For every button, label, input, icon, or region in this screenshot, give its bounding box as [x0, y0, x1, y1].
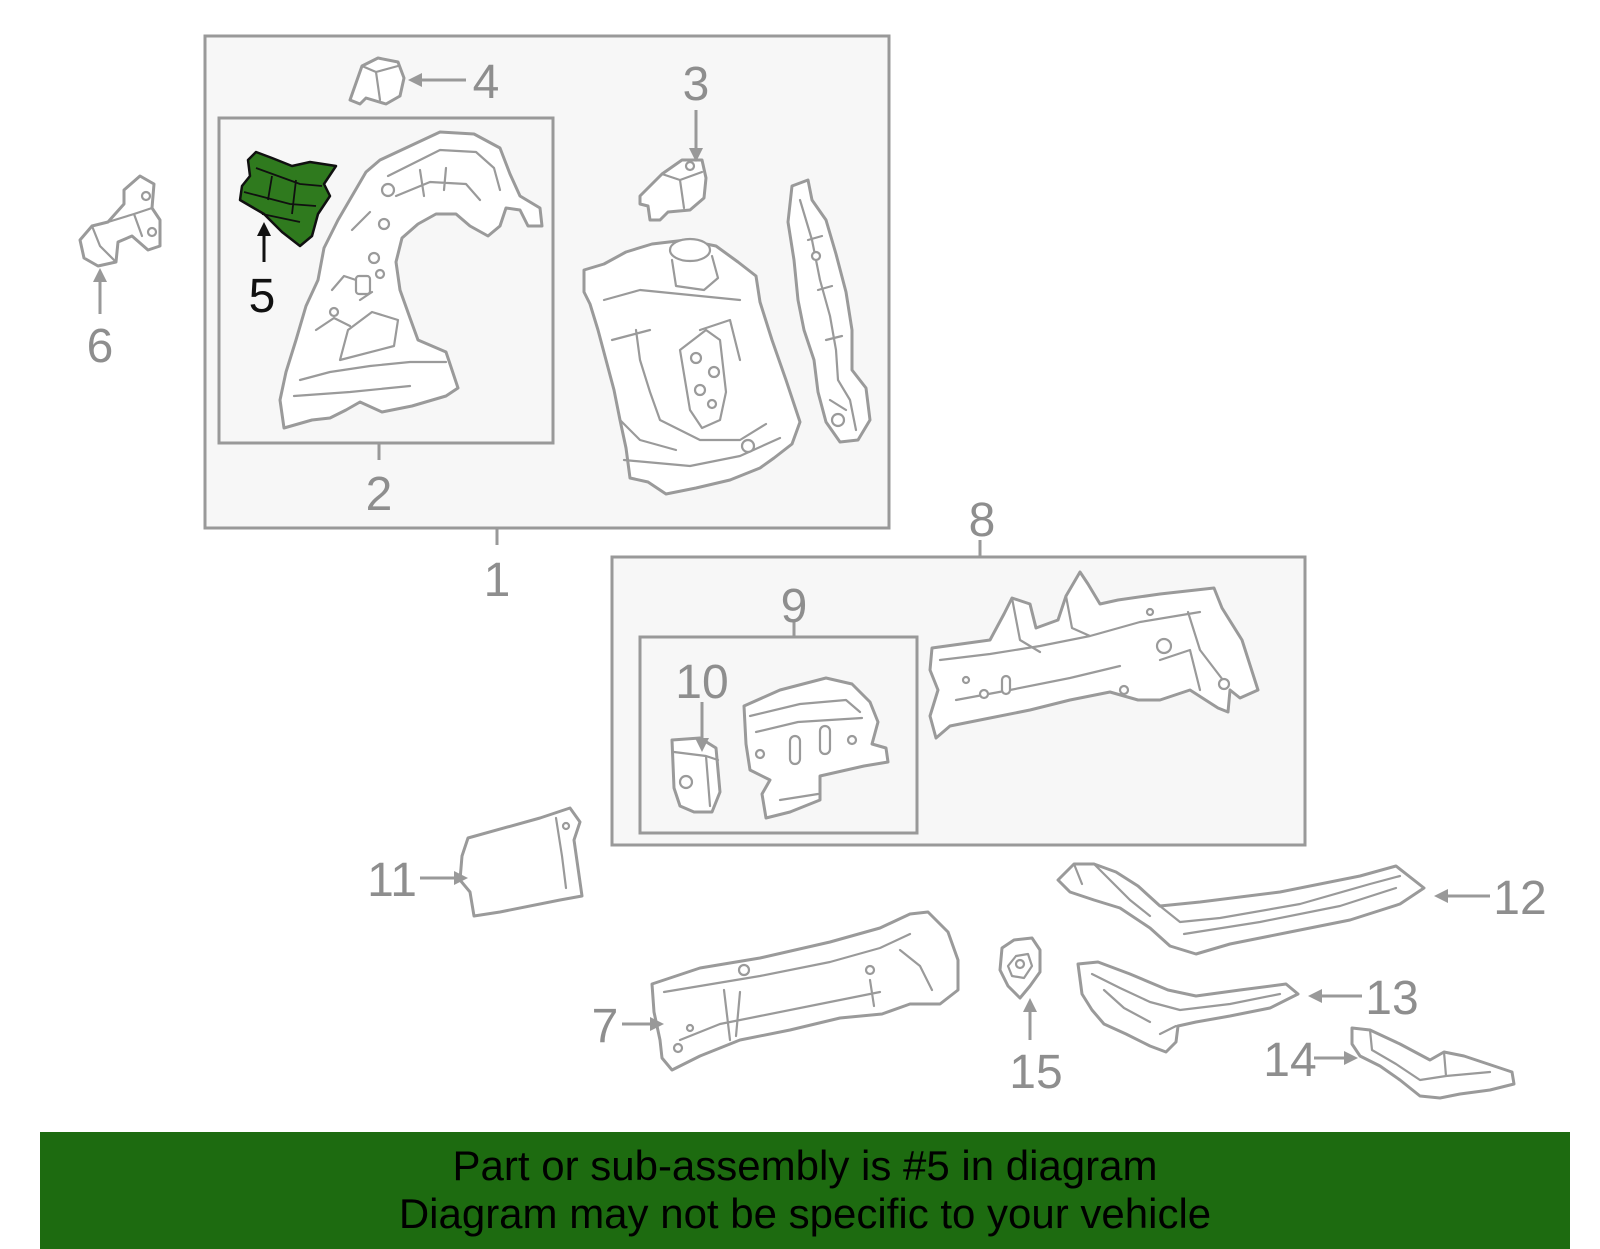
strut-tower[interactable] [582, 237, 802, 496]
callout-numbers: 1 2 3 4 5 6 7 8 9 10 11 12 13 14 15 [87, 56, 1547, 1099]
part-4[interactable] [348, 56, 406, 106]
part-12[interactable] [1056, 862, 1426, 956]
leader-lines [93, 73, 1490, 1065]
callout-5: 5 [249, 270, 276, 323]
callout-4: 4 [473, 56, 500, 109]
callout-13: 13 [1365, 972, 1418, 1025]
vertical-rail[interactable] [786, 178, 872, 444]
engine-mount[interactable] [742, 676, 890, 820]
callout-6: 6 [87, 320, 114, 373]
part-3[interactable] [638, 158, 708, 222]
banner-part-note: Part or sub-assembly is #5 in diagram [452, 1142, 1158, 1189]
callout-14: 14 [1263, 1034, 1316, 1087]
part-11[interactable] [458, 806, 584, 918]
part-7[interactable] [650, 910, 960, 1072]
callout-12: 12 [1493, 872, 1546, 925]
callout-9: 9 [781, 580, 808, 633]
banner-disclaimer: Diagram may not be specific to your vehi… [398, 1190, 1212, 1237]
front-side-member[interactable] [928, 570, 1260, 740]
part-15[interactable] [998, 936, 1042, 1000]
callout-10: 10 [675, 656, 728, 709]
callout-3: 3 [683, 58, 710, 111]
part-5[interactable] [238, 150, 338, 248]
part-2[interactable] [278, 130, 544, 430]
callout-1: 1 [484, 554, 511, 607]
callout-7: 7 [592, 1000, 619, 1053]
part-6[interactable] [78, 174, 162, 268]
callout-15: 15 [1009, 1046, 1062, 1099]
callout-2: 2 [366, 468, 393, 521]
info-banner: Part or sub-assembly is #5 in diagram Di… [40, 1132, 1570, 1249]
callout-8: 8 [969, 494, 996, 547]
part-10[interactable] [670, 736, 722, 814]
part-13[interactable] [1076, 960, 1300, 1054]
part-14[interactable] [1350, 1026, 1516, 1100]
callout-11: 11 [367, 854, 417, 907]
